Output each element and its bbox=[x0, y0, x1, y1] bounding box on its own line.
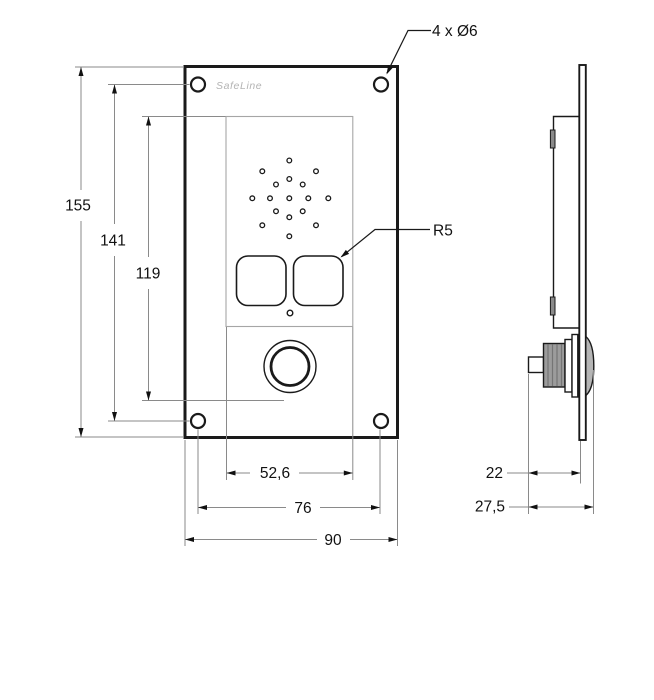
mounting-hole-top-right bbox=[372, 76, 390, 93]
extension-line-hole-pitch-v bbox=[108, 84, 190, 422]
button-flange-profile bbox=[571, 333, 579, 398]
extension-line-overall-height bbox=[75, 66, 183, 438]
dim-label-overall-height: 155 bbox=[65, 198, 91, 215]
front-plate-profile bbox=[578, 64, 587, 441]
speaker-hole bbox=[259, 168, 266, 175]
arrowhead bbox=[78, 428, 84, 437]
speaker-hole bbox=[266, 195, 273, 202]
speaker-hole bbox=[272, 208, 279, 215]
dim-label-overall-depth: 27,5 bbox=[475, 499, 505, 516]
arrowhead bbox=[198, 505, 207, 510]
arrowhead bbox=[112, 84, 117, 94]
speaker-hole bbox=[305, 195, 312, 202]
pictogram-button-left bbox=[235, 255, 287, 307]
speaker-hole bbox=[299, 208, 306, 215]
mounting-hole-bottom-right bbox=[372, 412, 390, 430]
speaker-hole bbox=[272, 181, 279, 188]
speaker-grille bbox=[249, 157, 332, 240]
mounting-hole-bottom-left bbox=[189, 412, 207, 430]
speaker-hole bbox=[286, 195, 293, 202]
arrowhead bbox=[571, 470, 581, 476]
speaker-hole bbox=[312, 168, 319, 175]
arrowhead bbox=[386, 65, 393, 75]
button-plunger-profile bbox=[527, 356, 545, 374]
arrowhead bbox=[528, 504, 538, 510]
front-view: SafeLine bbox=[183, 65, 399, 439]
arrowhead bbox=[112, 412, 117, 421]
pictogram-button-right bbox=[292, 255, 344, 307]
brand-logo: SafeLine bbox=[216, 80, 262, 92]
extension-line-foil-height bbox=[142, 116, 284, 401]
push-button-cap bbox=[269, 346, 311, 387]
button-dome-profile bbox=[585, 335, 595, 397]
arrowhead bbox=[185, 537, 194, 542]
arrowhead bbox=[388, 537, 398, 542]
microphone-hole bbox=[286, 309, 294, 317]
arrowhead bbox=[146, 391, 151, 401]
clip-tab-top bbox=[549, 129, 556, 149]
speaker-hole bbox=[286, 157, 293, 164]
speaker-hole bbox=[299, 181, 306, 188]
arrowhead bbox=[226, 470, 236, 476]
front-vertical-dimensions: 155 141 119 bbox=[65, 66, 284, 438]
leader-line-corner-radius bbox=[341, 228, 430, 258]
arrowhead bbox=[371, 505, 380, 510]
arrowhead bbox=[78, 67, 84, 76]
leader-callouts: 4 x Ø6 R5 bbox=[340, 23, 478, 258]
side-view-dimensions: 22 27,5 bbox=[475, 370, 594, 516]
arrowhead bbox=[584, 504, 594, 510]
arrowhead bbox=[146, 116, 151, 126]
speaker-hole bbox=[286, 214, 293, 221]
arrowhead bbox=[340, 249, 350, 258]
dim-label-overall-width: 90 bbox=[324, 532, 342, 549]
speaker-hole bbox=[286, 233, 293, 240]
speaker-hole bbox=[259, 222, 266, 229]
leader-line-mounting-holes bbox=[386, 29, 431, 74]
dim-label-hole-pitch-v: 141 bbox=[100, 233, 126, 250]
button-body-knurling bbox=[547, 344, 563, 386]
extension-line-overall-width bbox=[184, 440, 398, 546]
dim-label-foil-height: 119 bbox=[136, 266, 161, 283]
extension-line-hole-pitch-h bbox=[197, 429, 381, 514]
speaker-hole bbox=[249, 195, 256, 202]
speaker-hole bbox=[286, 175, 293, 182]
dim-label-foil-width: 52,6 bbox=[260, 465, 290, 482]
enclosure-box-profile bbox=[552, 115, 580, 329]
arrowhead bbox=[528, 470, 538, 476]
speaker-hole bbox=[312, 222, 319, 229]
dim-label-depth-behind: 22 bbox=[486, 465, 503, 482]
arrowhead bbox=[343, 470, 353, 476]
clip-tab-bottom bbox=[549, 296, 556, 316]
front-foil-outline bbox=[225, 115, 354, 328]
button-nut-profile bbox=[564, 338, 573, 393]
mounting-hole-top-left bbox=[189, 76, 207, 93]
extension-line-foil-width bbox=[226, 327, 354, 480]
side-view bbox=[527, 64, 595, 441]
speaker-hole bbox=[325, 195, 332, 202]
callout-label-mounting-holes: 4 x Ø6 bbox=[432, 23, 478, 40]
front-horizontal-dimensions: 52,6 76 90 bbox=[184, 327, 398, 549]
callout-label-corner-radius: R5 bbox=[433, 223, 453, 240]
dim-label-hole-pitch-h: 76 bbox=[294, 500, 311, 517]
